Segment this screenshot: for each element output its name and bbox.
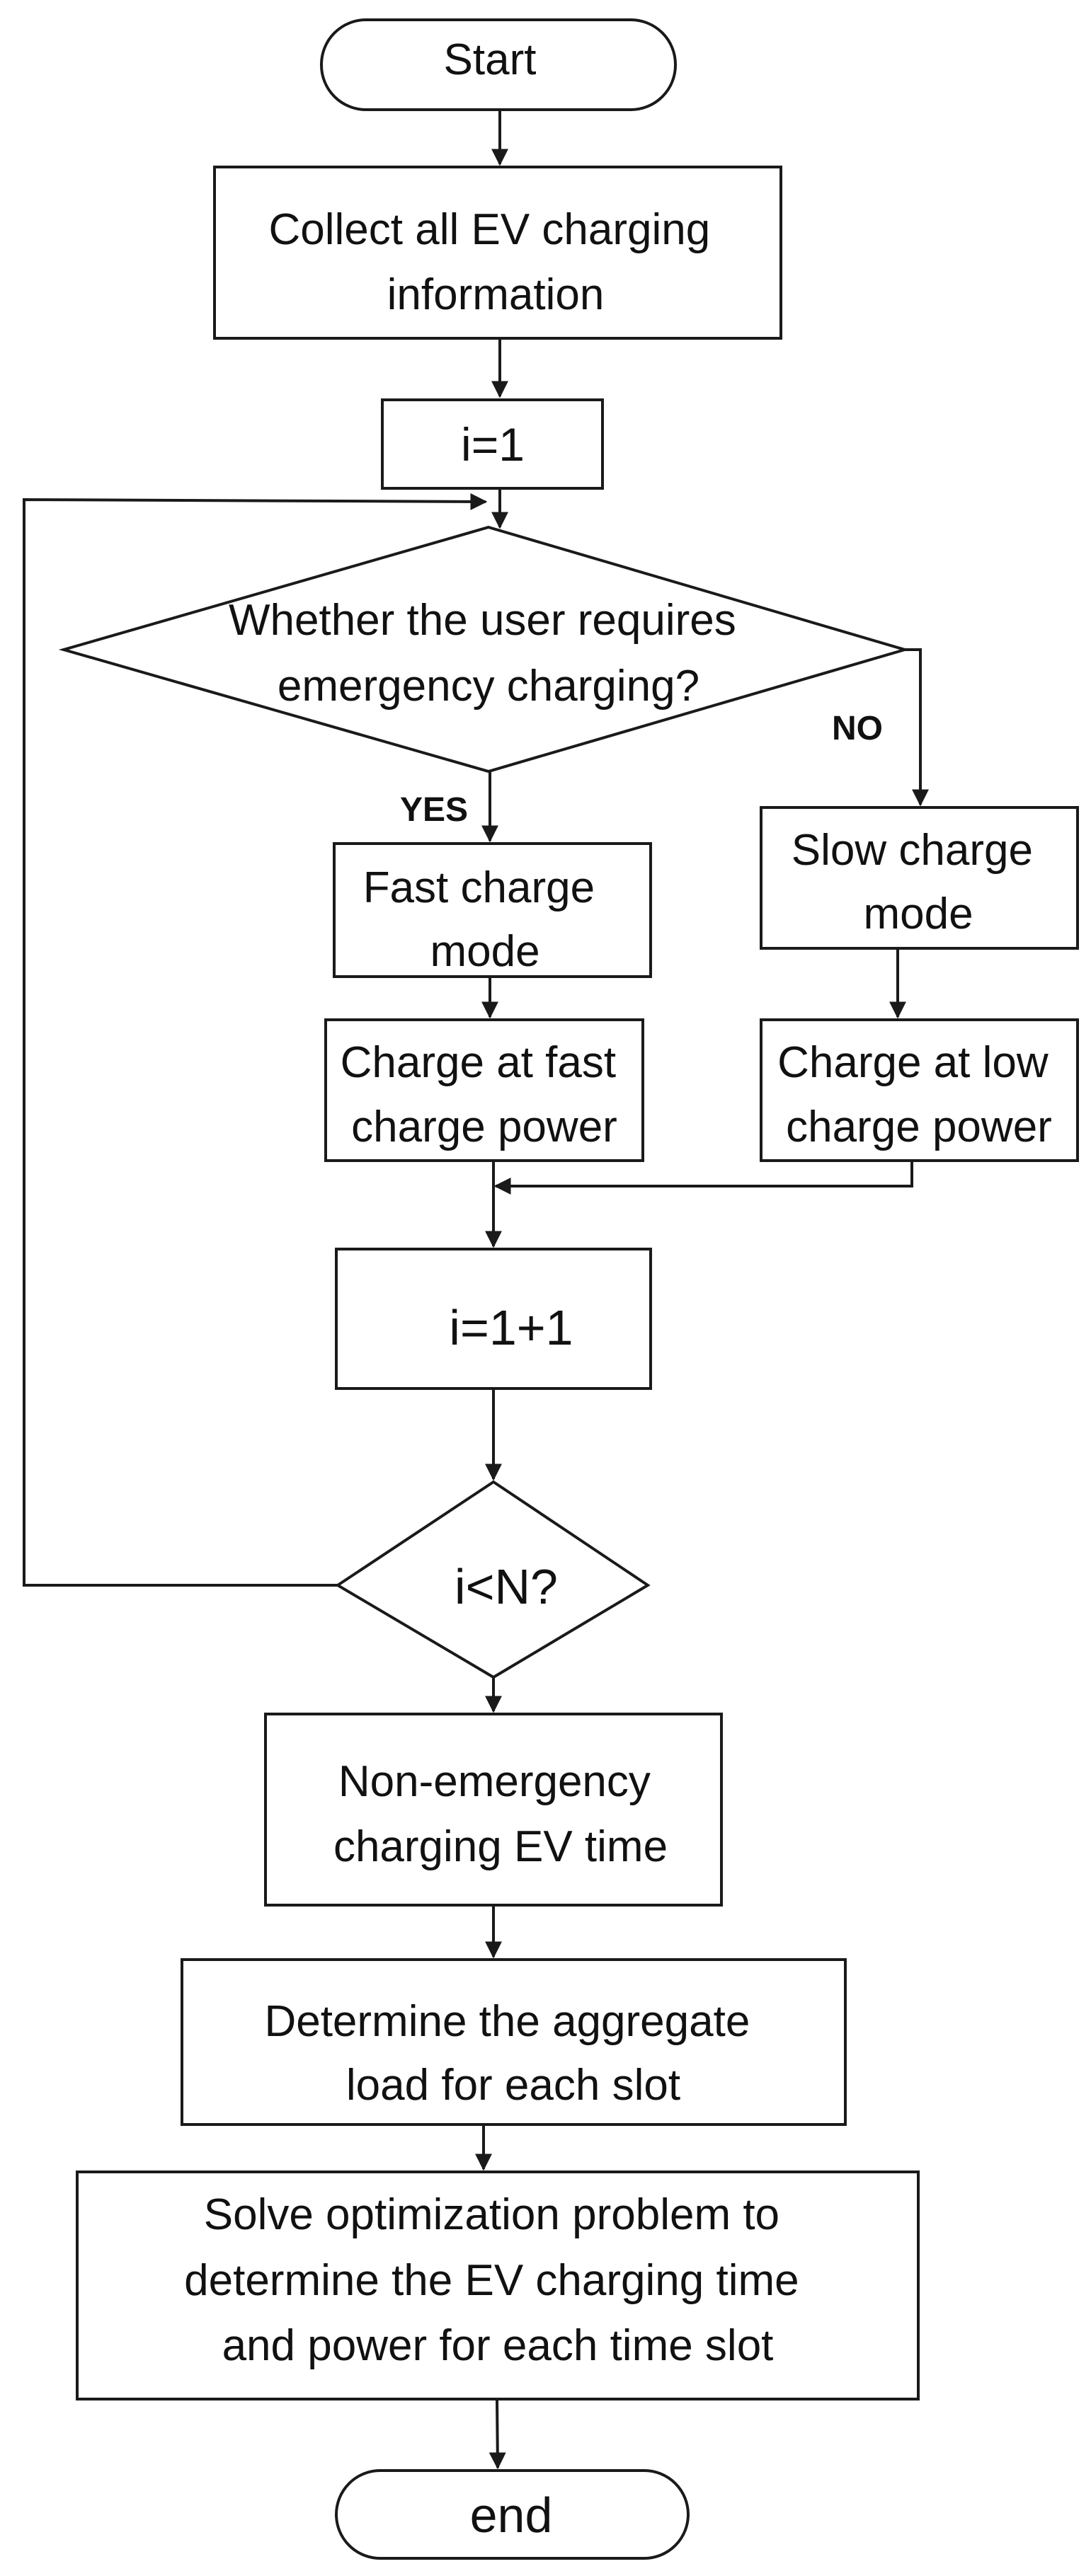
low-power-line-1: Charge at low [777, 1038, 1049, 1087]
edge-loop-back [23, 493, 488, 1587]
node-end: end [335, 2469, 690, 2560]
collect-label: Collect all EV charging information [269, 205, 723, 319]
slow-mode-label: Slow charge mode [792, 826, 1045, 938]
increment-label: i=1+1 [449, 1300, 573, 1355]
optimize-label: Solve optimization problem to determine … [184, 2190, 811, 2370]
node-low-power: Charge at low charge power [760, 1018, 1079, 1162]
aggregate-label: Determine the aggregate load for each sl… [264, 1997, 762, 2110]
fast-mode-line-2: mode [430, 927, 539, 976]
node-collect: Collect all EV charging information [213, 166, 782, 340]
init-label: i=1 [461, 418, 525, 471]
non-emergency-line-2: charging EV time [333, 1822, 668, 1871]
decision-line-2: emergency charging? [278, 662, 699, 711]
no-label: NO [832, 710, 883, 747]
edge-optimize-end [489, 2398, 506, 2470]
node-non-emergency: Non-emergency charging EV time [264, 1713, 723, 1907]
node-fast-mode: Fast charge mode [333, 842, 652, 978]
optimize-line-3: and power for each time slot [222, 2321, 774, 2370]
low-power-label: Charge at low charge power [777, 1038, 1061, 1151]
collect-line-1: Collect all EV charging [269, 205, 711, 254]
edge-decision-slow-mode [905, 648, 929, 807]
non-emergency-label: Non-emergency charging EV time [333, 1757, 668, 1871]
collect-line-2: information [387, 270, 605, 319]
fast-mode-line-1: Fast charge [363, 863, 595, 912]
aggregate-line-1: Determine the aggregate [264, 1997, 750, 2046]
optimize-line-2: determine the EV charging time [184, 2256, 799, 2305]
decision-label: Whether the user requires emergency char… [229, 596, 748, 711]
slow-mode-line-1: Slow charge [792, 826, 1033, 875]
non-emergency-line-1: Non-emergency [338, 1757, 651, 1806]
fast-power-line-2: charge power [351, 1103, 617, 1151]
node-optimize: Solve optimization problem to determine … [76, 2170, 920, 2400]
fast-power-label: Charge at fast charge power [341, 1038, 629, 1151]
edge-low-power-merge [493, 1161, 913, 1195]
edges [23, 110, 929, 2470]
slow-mode-line-2: mode [863, 890, 973, 938]
end-label: end [470, 2488, 553, 2543]
node-increment: i=1+1 [335, 1248, 652, 1390]
node-start: Start [320, 18, 677, 111]
node-init: i=1 [381, 398, 604, 490]
fast-mode-label: Fast charge mode [363, 863, 607, 976]
yes-label: YES [400, 791, 468, 829]
node-loop-check: i<N? [335, 1480, 651, 1679]
aggregate-line-2: load for each slot [346, 2061, 680, 2110]
optimize-line-1: Solve optimization problem to [204, 2190, 779, 2239]
node-decision: Whether the user requires emergency char… [58, 525, 910, 774]
node-aggregate: Determine the aggregate load for each sl… [181, 1958, 847, 2126]
low-power-line-2: charge power [786, 1103, 1052, 1151]
loop-check-label: i<N? [455, 1559, 558, 1614]
fast-power-line-1: Charge at fast [341, 1038, 616, 1087]
decision-line-1: Whether the user requires [229, 596, 736, 645]
node-slow-mode: Slow charge mode [760, 806, 1079, 950]
node-fast-power: Charge at fast charge power [324, 1018, 644, 1162]
start-label: Start [444, 35, 537, 84]
